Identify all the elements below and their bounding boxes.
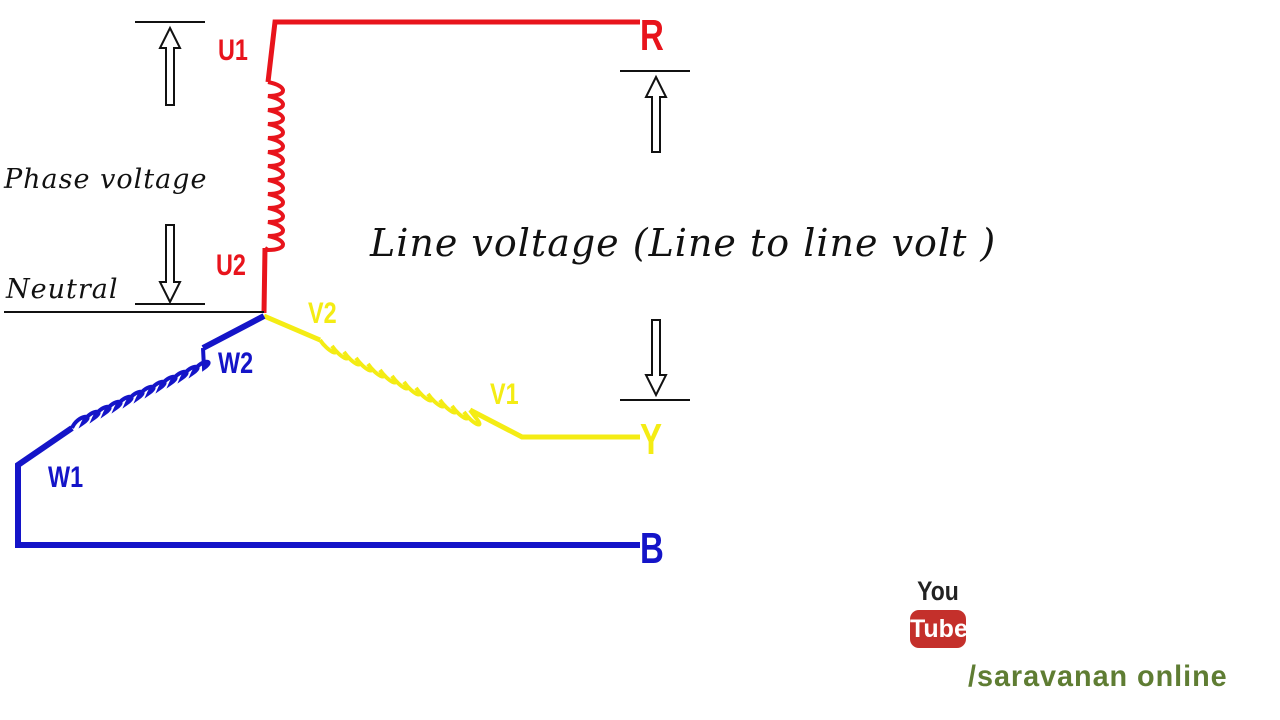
line-voltage-markers — [620, 70, 690, 401]
blue-phase-coil — [70, 347, 211, 429]
v1-label: V1 — [490, 378, 519, 411]
neutral-label: Neutral — [6, 274, 119, 305]
youtube-logo-tube: Tube — [910, 610, 968, 648]
red-phase-wire — [261, 19, 640, 314]
yellow-phase-wire — [263, 313, 640, 440]
phase-down-arrow — [158, 224, 182, 305]
yellow-phase — [263, 313, 640, 440]
youtube-logo: You Tube — [910, 576, 968, 650]
w2-label: W2 — [218, 347, 254, 380]
channel-name: /saravanan online — [968, 660, 1228, 693]
yellow-phase-coil — [318, 338, 482, 427]
red-phase — [261, 19, 640, 314]
blue-phase-wire — [15, 313, 640, 548]
phase-up-arrow — [158, 25, 182, 106]
b-line-label: B — [640, 524, 664, 573]
blue-phase — [15, 313, 640, 548]
line-voltage-label: Line voltage (Line to line volt ) — [370, 221, 997, 265]
phase-voltage-label: Phase voltage — [4, 164, 208, 195]
youtube-logo-you: You — [917, 576, 959, 606]
v2-label: V2 — [308, 297, 337, 330]
w1-label: W1 — [48, 461, 84, 494]
u1-label: U1 — [218, 34, 248, 67]
u2-label: U2 — [216, 249, 246, 282]
r-line-label: R — [640, 11, 664, 60]
y-line-label: Y — [640, 415, 663, 464]
line-down-arrow — [644, 319, 668, 398]
phase-voltage-markers — [135, 21, 205, 305]
red-phase-coil — [263, 80, 285, 253]
line-up-arrow — [644, 74, 668, 153]
